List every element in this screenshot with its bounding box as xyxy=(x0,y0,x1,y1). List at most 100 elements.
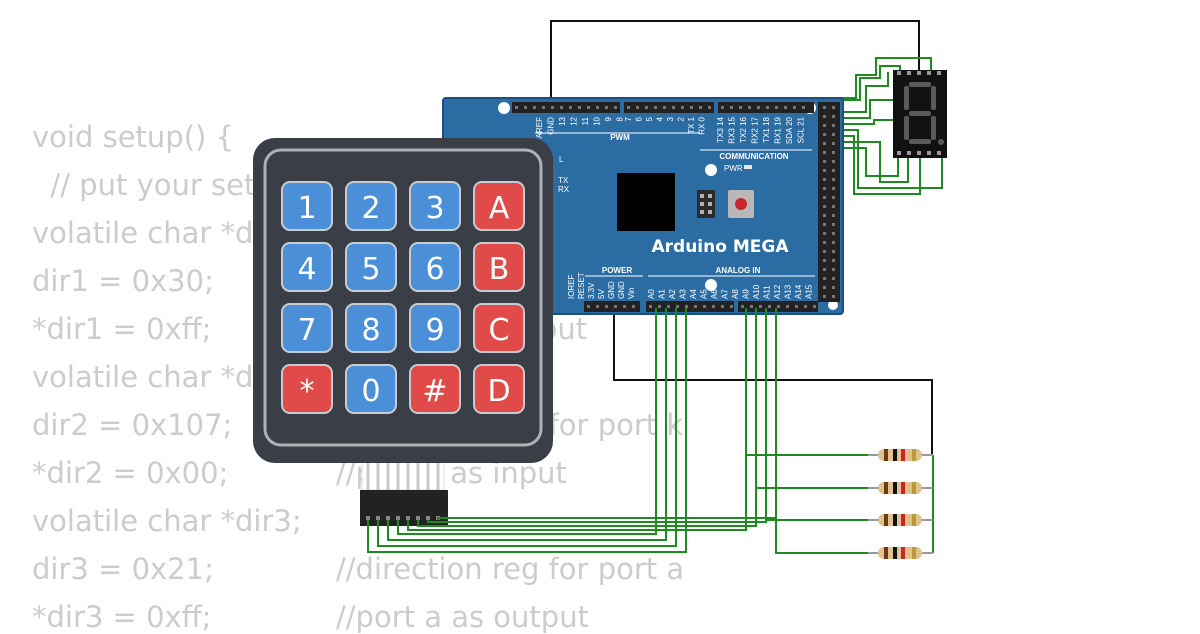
pin-label: 10 xyxy=(593,116,602,125)
header-pin xyxy=(823,169,826,172)
header-pin xyxy=(681,106,684,109)
analog-header-a xyxy=(646,301,734,312)
keypad-key-label: 2 xyxy=(361,191,380,226)
analog-in-label: ANALOG IN xyxy=(716,266,761,275)
keypad-key xyxy=(345,181,397,231)
header-pin xyxy=(823,106,826,109)
resistor-band xyxy=(893,547,897,559)
display-segment xyxy=(931,86,936,110)
wire xyxy=(397,308,657,535)
code-line: volatile char *dir3; xyxy=(32,504,302,538)
header-pin xyxy=(708,106,711,109)
wire xyxy=(830,72,889,113)
keypad-key xyxy=(345,242,397,292)
rx-led-label: RX xyxy=(558,185,570,194)
header-pin xyxy=(542,106,545,109)
header-pin xyxy=(685,305,688,308)
header-pin xyxy=(823,223,826,226)
keypad-key xyxy=(473,303,525,353)
pin-label: RX3 15 xyxy=(728,116,737,143)
display-decimal-point xyxy=(938,139,944,145)
wire xyxy=(830,135,921,195)
icsp-pin xyxy=(700,202,704,206)
wire xyxy=(830,141,909,183)
header-pin xyxy=(578,106,581,109)
keypad-key xyxy=(409,242,461,292)
display-pin xyxy=(937,151,941,155)
keypad-key-label: 8 xyxy=(361,313,380,348)
communication-label: COMMUNICATION xyxy=(719,152,788,161)
header-pin xyxy=(823,124,826,127)
resistor-band xyxy=(901,547,905,559)
header-pin xyxy=(703,305,706,308)
resistor-band xyxy=(884,482,888,494)
code-line: dir1 = 0x30; xyxy=(32,264,214,298)
code-line: *dir1 = 0xff; xyxy=(32,312,212,346)
keypad-key-label: D xyxy=(487,374,510,409)
resistor-band xyxy=(893,449,897,461)
wire xyxy=(367,308,687,553)
wire xyxy=(830,99,894,119)
pin-label: RESET xyxy=(577,272,586,299)
header-pin xyxy=(832,205,835,208)
display-pin xyxy=(907,71,911,75)
header-pin xyxy=(823,151,826,154)
pwr-led xyxy=(744,165,752,169)
resistor-body xyxy=(878,547,922,559)
header-pin xyxy=(667,305,670,308)
wire xyxy=(830,129,943,189)
header-pin xyxy=(795,305,798,308)
pin-label: 6 xyxy=(635,116,644,121)
keypad-key-label: 4 xyxy=(297,252,316,287)
wire xyxy=(407,308,747,531)
pin-label: A0 xyxy=(647,289,656,299)
header-pin xyxy=(832,142,835,145)
resistor-band xyxy=(912,547,916,559)
keypad-key xyxy=(473,242,525,292)
keypad-key xyxy=(345,364,397,414)
header-pin xyxy=(672,106,675,109)
wire xyxy=(830,119,894,125)
icsp-pin xyxy=(708,194,712,198)
display-pin xyxy=(917,151,921,155)
header-pin xyxy=(804,305,807,308)
pin-label: RX2 17 xyxy=(751,116,760,143)
header-pin xyxy=(551,106,554,109)
header-pin xyxy=(832,241,835,244)
display-pin xyxy=(937,71,941,75)
keypad-key xyxy=(345,303,397,353)
keypad-key xyxy=(409,303,461,353)
header-pin xyxy=(649,305,652,308)
header-pin xyxy=(823,268,826,271)
pin-label: GND xyxy=(607,281,616,299)
header-pin xyxy=(832,160,835,163)
pin-label: A8 xyxy=(731,289,740,299)
wire xyxy=(417,308,757,527)
pin-label: A11 xyxy=(763,285,772,299)
code-line: dir2 = 0x107; xyxy=(32,408,233,442)
icsp-pin xyxy=(700,194,704,198)
code-line: void setup() { xyxy=(32,120,234,154)
header-pin xyxy=(777,305,780,308)
wire xyxy=(437,308,777,520)
pin-label: SCL 21 xyxy=(797,116,806,143)
header-pin xyxy=(587,305,590,308)
pin-label: TX1 18 xyxy=(762,116,771,142)
keypad-key-label: 6 xyxy=(425,252,444,287)
resistor-band xyxy=(901,449,905,461)
header-pin xyxy=(768,305,771,308)
header-pin xyxy=(823,232,826,235)
header-pin xyxy=(802,106,805,109)
header-pin xyxy=(759,305,762,308)
pin-label: A10 xyxy=(752,284,761,299)
pin-label: 4 xyxy=(656,116,665,121)
header-pin xyxy=(832,250,835,253)
pin-label: 11 xyxy=(581,116,590,125)
keypad-key xyxy=(473,364,525,414)
header-pin xyxy=(741,305,744,308)
wire xyxy=(613,308,933,455)
microcontroller-chip xyxy=(617,173,675,231)
pin-label: A6 xyxy=(710,289,719,299)
